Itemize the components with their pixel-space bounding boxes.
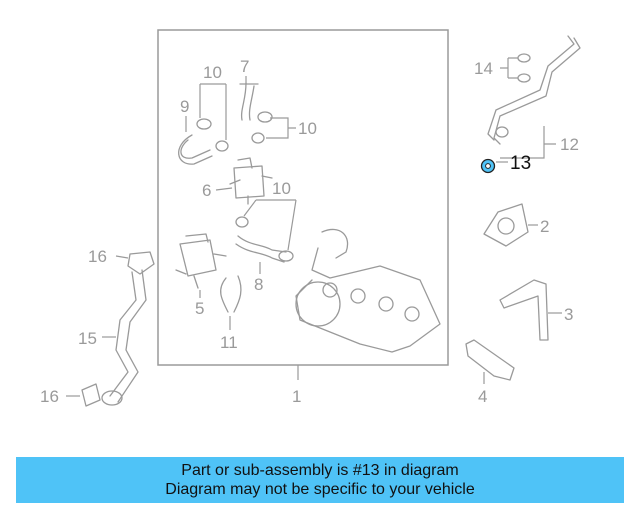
fitting-part-12-end — [495, 126, 509, 138]
clamp-part-10e — [235, 216, 249, 228]
manifold-port-3 — [378, 296, 394, 312]
bracket-part-3 — [499, 279, 549, 341]
valve-part-5 — [175, 233, 227, 289]
callout-10b: 10 — [298, 119, 317, 138]
manifold-port-1 — [322, 282, 338, 298]
callout-10a: 10 — [203, 63, 222, 82]
gasket-part-2 — [483, 203, 529, 247]
assembly-box — [157, 29, 449, 366]
banner-line-1: Part or sub-assembly is #13 in diagram — [181, 462, 459, 479]
leader-6 — [215, 187, 233, 191]
valve-part-6 — [229, 157, 273, 205]
callout-7: 7 — [240, 57, 249, 76]
parts-diagram: 1 2 3 4 5 6 7 8 9 10 10 10 11 12 13 14 1… — [40, 29, 581, 407]
callout-1: 1 — [292, 387, 301, 406]
gasket-part-16a — [127, 251, 155, 275]
callout-8: 8 — [254, 275, 263, 294]
turbo-manifold-part-1 — [295, 228, 441, 353]
callout-2: 2 — [540, 217, 549, 236]
fitting-part-14a — [517, 53, 531, 63]
fitting-part-14b — [517, 73, 531, 83]
callout-11: 11 — [220, 333, 238, 352]
hose-part-8 — [235, 235, 287, 263]
callout-6: 6 — [202, 181, 211, 200]
clamp-part-10b — [215, 140, 229, 152]
callout-9: 9 — [180, 97, 189, 116]
banner-line-2: Diagram may not be specific to your vehi… — [165, 481, 475, 498]
pipe-part-15 — [109, 269, 147, 403]
callout-14: 14 — [474, 59, 493, 78]
callout-5: 5 — [195, 299, 204, 318]
callout-3: 3 — [564, 305, 573, 324]
callout-15: 15 — [78, 329, 97, 348]
callout-16b: 16 — [40, 387, 59, 406]
gasket-part-2-hole — [497, 217, 515, 235]
callout-16a: 16 — [88, 247, 107, 266]
leader-14 — [500, 57, 518, 79]
hose-part-11 — [220, 275, 242, 313]
info-banner: Part or sub-assembly is #13 in diagram D… — [16, 457, 624, 503]
oil-line-part-12 — [487, 35, 581, 145]
callout-4: 4 — [478, 387, 487, 406]
hose-part-9 — [178, 134, 213, 165]
callout-13: 13 — [510, 153, 531, 174]
leader-12 — [500, 126, 556, 159]
gasket-part-16b — [81, 383, 101, 407]
leader-10a — [199, 83, 227, 140]
leader-10b — [266, 117, 296, 139]
clamp-part-10a — [196, 118, 212, 130]
bracket-part-4 — [465, 339, 515, 381]
clamp-part-10c — [257, 111, 273, 123]
clamp-part-10d — [251, 132, 265, 144]
manifold-port-4 — [404, 306, 420, 322]
washer-part-13-hole — [485, 163, 491, 169]
leader-10c — [243, 199, 297, 251]
hose-part-7 — [239, 82, 259, 121]
flange-part-15 — [101, 390, 123, 406]
manifold-port-2 — [350, 288, 366, 304]
callout-10c: 10 — [272, 179, 291, 198]
turbo-housing — [295, 281, 341, 327]
leader-16a — [115, 255, 129, 259]
callout-12: 12 — [560, 135, 579, 154]
clamp-part-10f — [278, 250, 294, 262]
